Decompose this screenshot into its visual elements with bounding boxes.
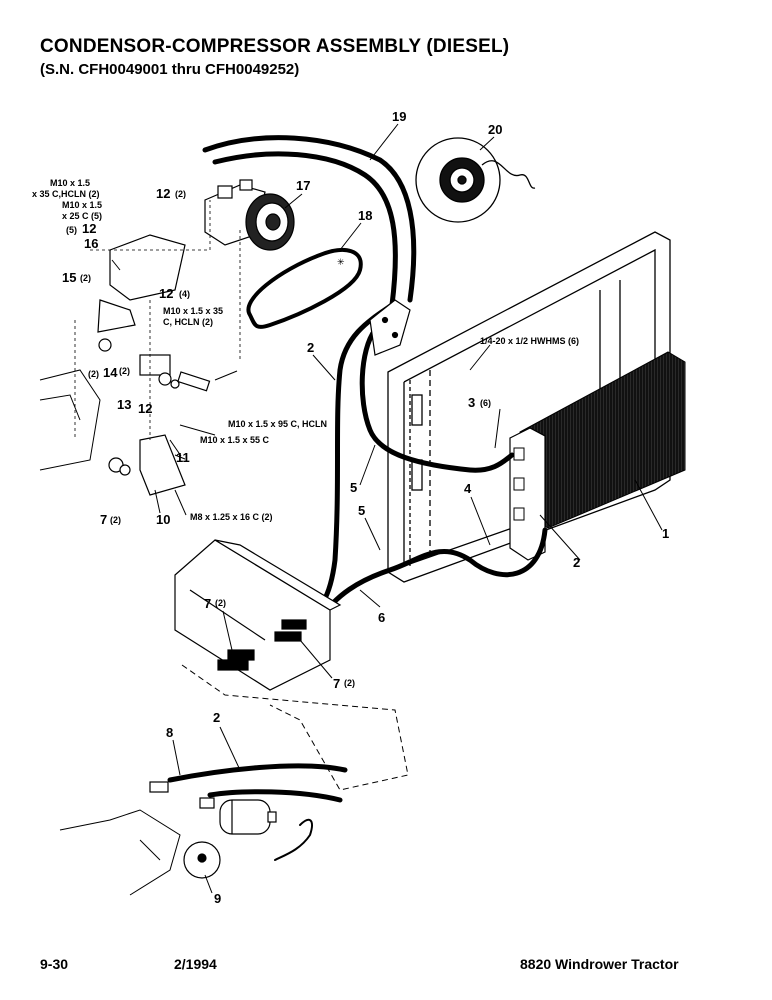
hose-bracket xyxy=(369,299,411,356)
hardware-m10x35-line1: M10 x 1.5 xyxy=(50,178,90,188)
callout-8: 8 xyxy=(166,725,173,740)
svg-text:✳: ✳ xyxy=(337,257,345,267)
callout-7-left-qty: (2) xyxy=(110,515,121,525)
page-title: CONDENSOR-COMPRESSOR ASSEMBLY (DIESEL) xyxy=(40,36,510,57)
callout-3: 3 xyxy=(468,395,475,410)
callout-9: 9 xyxy=(214,891,221,906)
callout-14: 14 xyxy=(103,365,118,380)
dashed-outline xyxy=(181,664,409,791)
callout-3-qty: (6) xyxy=(480,398,491,408)
hardware-m8x16: M8 x 1.25 x 16 C (2) xyxy=(190,512,273,522)
callout-15: 15 xyxy=(62,270,76,285)
hardware-m10x1.5x35-line1: M10 x 1.5 x 35 xyxy=(163,306,223,316)
callout-17: 17 xyxy=(296,178,310,193)
callout-10: 10 xyxy=(156,512,170,527)
callout-1: 1 xyxy=(662,526,669,541)
callout-12-middle-qty: (4) xyxy=(179,289,190,299)
callout-12-top: 12 xyxy=(156,186,170,201)
hose-bulkhead-bracket xyxy=(174,539,342,691)
hardware-m10x25-line1: M10 x 1.5 xyxy=(62,200,102,210)
lower-engine-outline xyxy=(59,809,181,896)
callout-5-upper: 5 xyxy=(350,480,357,495)
callout-12-left-qty: (5) xyxy=(66,225,77,235)
assembly-lines xyxy=(74,200,241,440)
callout-12-left: 12 xyxy=(82,221,96,236)
callout-14-qty: (2) xyxy=(119,366,130,376)
callout-7-right-qty: (2) xyxy=(344,678,355,688)
callout-13: 13 xyxy=(117,397,131,412)
callout-7-upper-qty: (2) xyxy=(215,598,226,608)
callout-12-top-qty: (2) xyxy=(175,189,186,199)
hardware-hwhms: 1/4-20 x 1/2 HWHMS (6) xyxy=(480,336,579,346)
callout-labels: 19 20 17 18 1 2 2 2 3 (6) 4 5 5 6 7 (2) … xyxy=(62,109,669,906)
hardware-m10x1.5x35-line2: C, HCLN (2) xyxy=(163,317,213,327)
hardware-m10x55: M10 x 1.5 x 55 C xyxy=(200,435,270,445)
revision-date: 2/1994 xyxy=(174,956,217,972)
callout-4: 4 xyxy=(464,481,472,496)
callout-2-lower: 2 xyxy=(213,710,220,725)
compressor xyxy=(204,179,295,251)
callout-7-upper: 7 xyxy=(204,596,211,611)
model-name: 8820 Windrower Tractor xyxy=(520,956,679,972)
clutch-detail-circle xyxy=(415,137,536,223)
receiver-dryer xyxy=(149,781,277,879)
callout-2-clamp: 2 xyxy=(307,340,314,355)
callout-12-bottom: 12 xyxy=(138,401,152,416)
callout-5-lower: 5 xyxy=(358,503,365,518)
callout-18: 18 xyxy=(358,208,372,223)
callout-6: 6 xyxy=(378,610,385,625)
serial-range-subtitle: (S.N. CFH0049001 thru CFH0049252) xyxy=(40,61,300,78)
hardware-m10x95: M10 x 1.5 x 95 C, HCLN xyxy=(228,419,327,429)
refrigerant-hoses xyxy=(167,135,548,861)
callout-7-left: 7 xyxy=(100,512,107,527)
callout-19: 19 xyxy=(392,109,406,124)
callout-2-condenser: 2 xyxy=(573,555,580,570)
callout-15-qty: (2) xyxy=(80,273,91,283)
callout-14-prefix: (2) xyxy=(88,369,99,379)
engine-outline xyxy=(39,369,101,471)
callout-11: 11 xyxy=(176,450,190,465)
condenser-core xyxy=(509,351,686,561)
drive-belt: ✳ xyxy=(246,248,363,329)
hardware-m10x25-line2: x 25 C (5) xyxy=(62,211,102,221)
hardware-m10x35-line2: x 35 C,HCLN (2) xyxy=(32,189,100,199)
compressor-mount-brackets xyxy=(97,234,211,496)
page-number: 9-30 xyxy=(40,956,69,972)
callout-7-right: 7 xyxy=(333,676,340,691)
callout-20: 20 xyxy=(488,122,502,137)
callout-leaders xyxy=(111,123,663,894)
callout-16: 16 xyxy=(84,236,98,251)
callout-12-middle: 12 xyxy=(159,286,173,301)
hardware-specs: M10 x 1.5 x 35 C,HCLN (2) M10 x 1.5 x 25… xyxy=(32,178,579,522)
